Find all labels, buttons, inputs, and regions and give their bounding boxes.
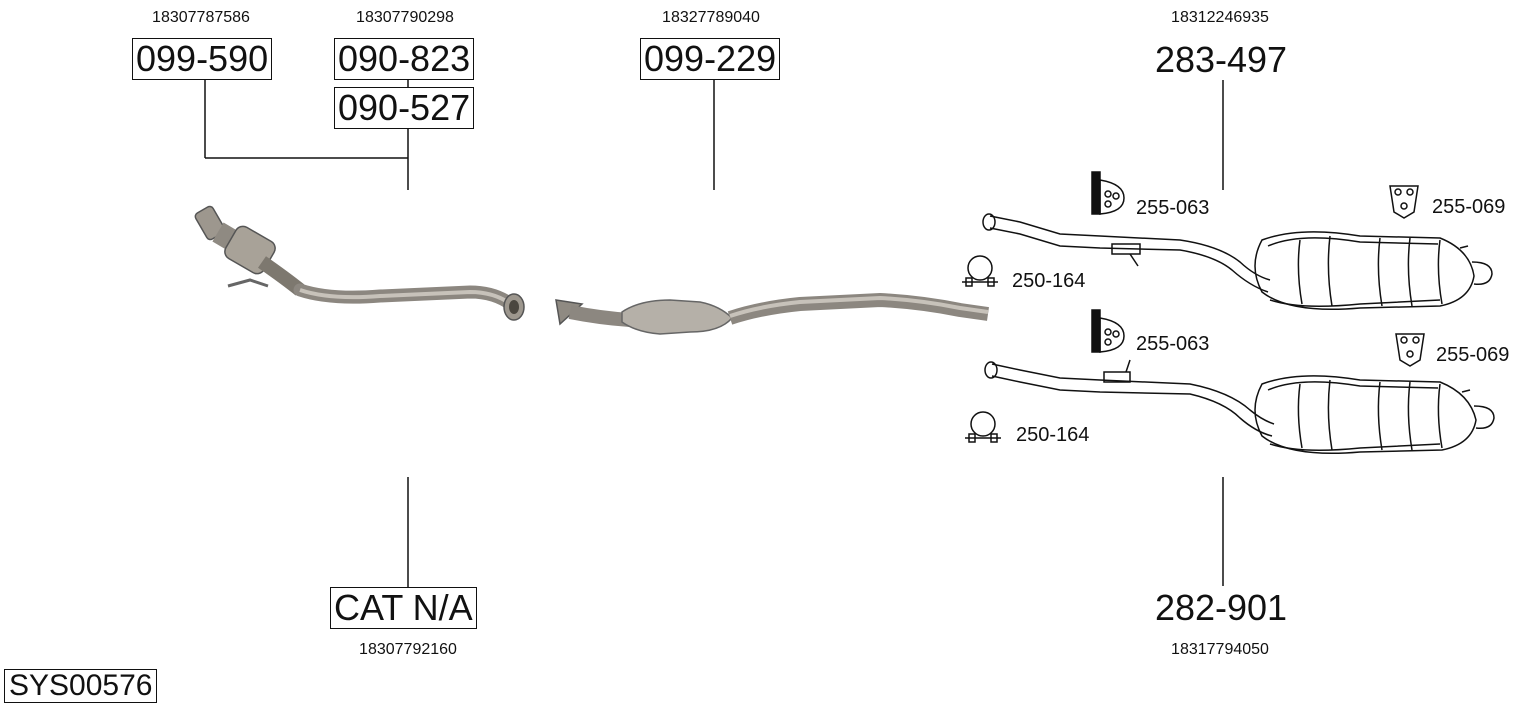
lower-hanger-icon	[1091, 309, 1125, 353]
oem-number-cat-na: 18307792160	[359, 641, 457, 658]
rear-lower-drawing	[984, 359, 1495, 455]
oem-number-catalyst: 18327789040	[662, 9, 760, 26]
oem-number-front-pipe-b: 18307790298	[356, 9, 454, 26]
front-pipe-image	[194, 205, 525, 321]
cat-not-available-label: CAT N/A	[330, 587, 477, 629]
part-number-090-527[interactable]: 090-527	[334, 87, 475, 129]
oem-number-front-pipe-a: 18307787586	[152, 9, 250, 26]
accessory-label-lower-rubber[interactable]: 255-069	[1436, 344, 1510, 366]
catalyst-pipe-image	[555, 292, 989, 335]
lower-rubber-icon	[1395, 333, 1425, 367]
system-id-label: SYS00576	[4, 669, 158, 703]
upper-clamp-icon	[962, 255, 998, 287]
part-number-099-590[interactable]: 099-590	[132, 38, 273, 80]
part-number-283-497[interactable]: 283-497	[1154, 39, 1288, 80]
part-number-282-901[interactable]: 282-901	[1154, 587, 1288, 628]
part-number-090-823[interactable]: 090-823	[334, 38, 475, 80]
oem-number-rear-lower: 18317794050	[1171, 641, 1269, 658]
part-number-099-229[interactable]: 099-229	[640, 38, 781, 80]
accessory-label-upper-rubber[interactable]: 255-069	[1432, 196, 1506, 218]
upper-hanger-icon	[1091, 171, 1125, 215]
leader-lines	[204, 78, 1224, 588]
accessory-label-lower-clamp[interactable]: 250-164	[1016, 424, 1090, 446]
accessory-label-upper-hanger[interactable]: 255-063	[1136, 197, 1210, 219]
accessory-label-lower-hanger[interactable]: 255-063	[1136, 333, 1210, 355]
accessory-label-upper-clamp[interactable]: 250-164	[1012, 270, 1086, 292]
oem-number-rear-upper: 18312246935	[1171, 9, 1269, 26]
upper-rubber-icon	[1389, 185, 1419, 219]
lower-clamp-icon	[965, 411, 1001, 443]
rear-upper-drawing	[982, 213, 1493, 311]
